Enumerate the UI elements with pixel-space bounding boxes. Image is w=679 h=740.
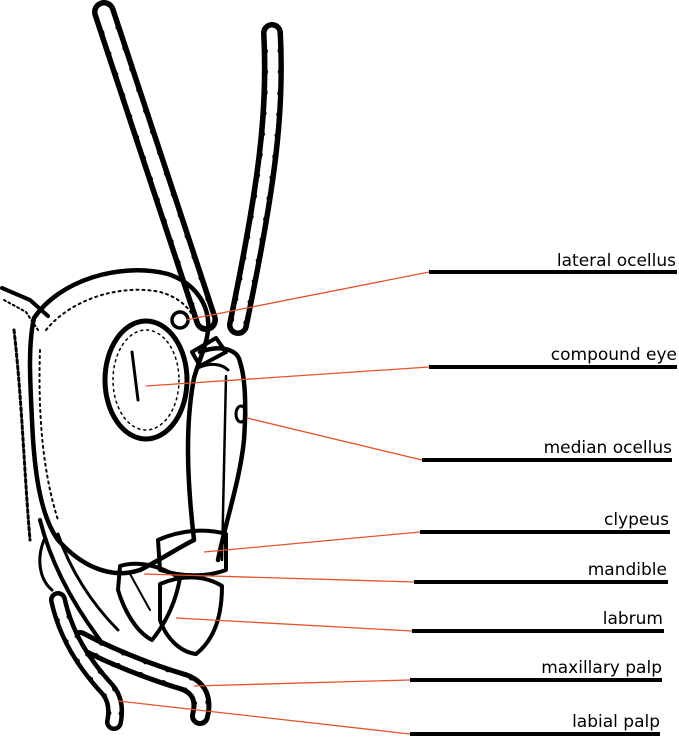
label-median-ocellus: median ocellus [544, 438, 673, 458]
antenna-socket [192, 338, 226, 366]
compound-eye-shape [105, 321, 187, 439]
leader-maxillary-palp [194, 680, 410, 686]
compound-eye-texture [113, 330, 179, 430]
insect-head-drawing [2, 12, 273, 722]
label-lateral-ocellus: lateral ocellus [557, 251, 676, 271]
maxilla [40, 520, 118, 640]
median-ocellus-shape [236, 406, 246, 422]
left-antenna [104, 12, 206, 320]
label-compound-eye: compound eye [551, 345, 677, 365]
leader-lines [118, 272, 429, 734]
label-maxillary-palp: maxillary palp [541, 658, 662, 678]
leader-clypeus [204, 532, 420, 552]
lateral-ocellus-shape [172, 312, 188, 328]
leader-lateral-ocellus [186, 272, 429, 320]
mandible-ridge [130, 574, 150, 610]
leader-labial-palp [118, 701, 410, 734]
compound-eye-highlight [132, 352, 138, 400]
right-antenna [238, 33, 273, 325]
labels: lateral ocellus compound eye median ocel… [541, 251, 677, 732]
label-labrum: labrum [603, 609, 663, 629]
label-clypeus: clypeus [604, 510, 669, 530]
label-labial-palp: labial palp [572, 712, 660, 732]
leader-labrum [176, 618, 412, 631]
label-mandible: mandible [588, 560, 667, 580]
leader-median-ocellus [247, 418, 422, 460]
